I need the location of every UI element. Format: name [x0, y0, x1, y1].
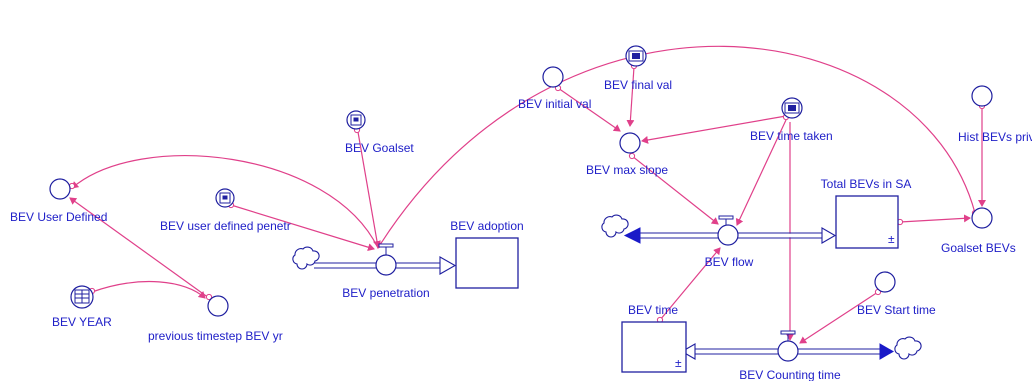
converter-bev-initial-val[interactable]: BEV initial val: [518, 66, 591, 111]
connector-bev-year-to-prev-timestep: [91, 280, 206, 299]
converter-label: Goalset BEVs: [941, 241, 1016, 255]
stock-label: BEV adoption: [450, 219, 523, 233]
connector-dot: [205, 293, 213, 301]
connector-total-bevs-to-goalset-bevs: [899, 214, 971, 223]
connectors: [69, 45, 986, 344]
converter-goalset-bevs[interactable]: Goalset BEVs: [941, 207, 1016, 255]
cloud-sink-bev-counting-time-icon: [894, 336, 922, 360]
stock-bev-adoption[interactable]: BEV adoption: [450, 219, 524, 289]
flow-valve-bev-flow[interactable]: BEV flow: [705, 215, 754, 269]
converter-label: BEV YEAR: [52, 315, 112, 329]
stock-marker-icon: ±: [888, 232, 895, 246]
converter-label: BEV Start time: [857, 303, 936, 317]
converter-bev-user-defined-penetr[interactable]: BEV user defined penetr: [160, 188, 291, 233]
connector-user-penetr-to-bev-penetration: [230, 204, 375, 252]
converter-bev-time-taken[interactable]: BEV time taken: [750, 97, 833, 143]
graph-converter-icon: [353, 117, 359, 122]
converter-bev-max-slope[interactable]: BEV max slope: [586, 132, 668, 177]
converter-label: BEV max slope: [586, 163, 668, 177]
connector-bev-time-to-bev-flow: [659, 247, 721, 321]
converter-bev-year[interactable]: BEV YEAR: [52, 285, 112, 329]
connector-time-taken-to-max-slope: [641, 115, 787, 144]
connector-time-taken-to-bev-flow: [735, 119, 787, 226]
connector-goalset-to-bev-penetration: [357, 131, 381, 248]
stock-marker-icon: ±: [675, 356, 682, 370]
flow-label: BEV penetration: [342, 286, 429, 300]
connector-final-val-to-max-slope: [626, 66, 635, 127]
converter-bev-user-defined[interactable]: BEV User Defined: [10, 178, 107, 224]
flow-label: BEV Counting time: [739, 368, 841, 381]
converter-label: BEV Goalset: [345, 141, 414, 155]
connector-goalset-bevs-to-bev-penetration: [377, 45, 976, 249]
connector-bev-penetration-to-bev-user-defined: [71, 155, 379, 249]
connector-dot: [628, 152, 636, 160]
connector-prev-timestep-to-bev-user-defined: [69, 197, 210, 299]
converter-label: BEV User Defined: [10, 210, 107, 224]
connector-initial-val-to-max-slope: [557, 87, 621, 132]
stock-label: Total BEVs in SA: [821, 177, 912, 191]
flow-valve-bev-penetration[interactable]: BEV penetration: [342, 243, 430, 300]
flow-valve-bev-counting-time[interactable]: BEV Counting time: [739, 330, 841, 381]
converter-label: BEV time taken: [750, 129, 833, 143]
cloud-sink-bev-flow-icon: [601, 214, 629, 238]
converter-bev-final-val[interactable]: BEV final val: [604, 45, 672, 92]
converter-label: previous timestep BEV yr: [148, 329, 283, 343]
graph-converter-icon: [222, 195, 228, 200]
graph-converter-icon: [632, 53, 640, 59]
converter-label: BEV final val: [604, 78, 672, 92]
converter-previous-timestep-bev-yr[interactable]: previous timestep BEV yr: [148, 295, 283, 343]
stock-total-bevs-in-sa[interactable]: ± Total BEVs in SA: [821, 177, 912, 249]
stock-label: BEV time: [628, 303, 678, 317]
converter-hist-bevs-private[interactable]: Hist BEVs private: [958, 85, 1032, 144]
cloud-source-bev-penetration-icon: [292, 246, 320, 270]
converter-label: BEV initial val: [518, 97, 591, 111]
connector-start-time-to-counting-time: [799, 291, 879, 344]
converter-label: Hist BEVs private: [958, 130, 1032, 144]
graph-converter-icon: [788, 105, 796, 111]
converter-label: BEV user defined penetr: [160, 219, 291, 233]
connector-max-slope-to-bev-flow: [631, 155, 719, 225]
stock-bev-time[interactable]: ± BEV time: [621, 303, 687, 373]
converter-bev-goalset[interactable]: BEV Goalset: [345, 110, 414, 155]
flow-label: BEV flow: [705, 255, 754, 269]
converter-bev-start-time[interactable]: BEV Start time: [857, 271, 936, 317]
